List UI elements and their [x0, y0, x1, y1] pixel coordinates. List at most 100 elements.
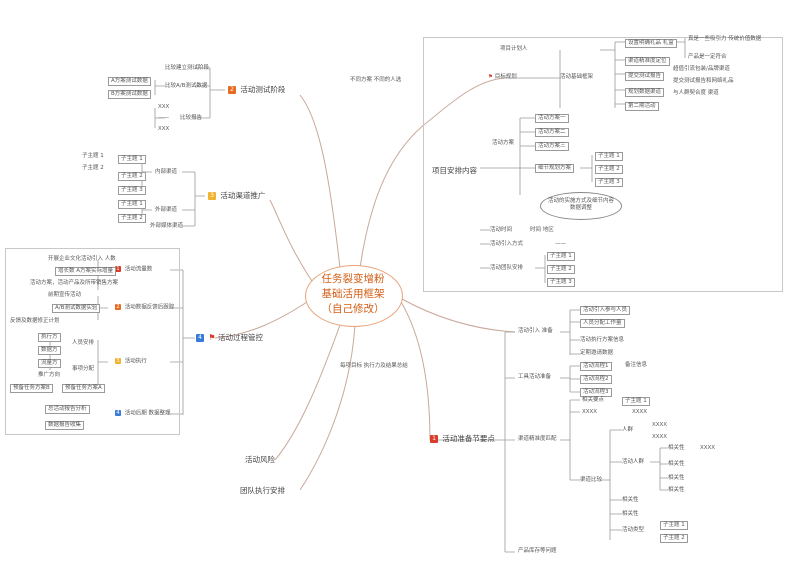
br-g1-item-2: 活动执行方案信息	[580, 337, 625, 343]
left2-outer[interactable]: 外部渠道	[155, 207, 178, 213]
g1-item-0: 开展企业文化活动引入 人数	[48, 256, 116, 262]
br-g2-side: 备注信息	[625, 362, 648, 368]
left1-child-1[interactable]: 比较A/B测试数据	[165, 83, 208, 89]
plan-detail[interactable]: 细节规划方案	[535, 164, 575, 173]
left2-inner-sub-1[interactable]: 子主题 2	[118, 172, 146, 181]
branch-prep-points-label: 活动准备节要点	[442, 434, 495, 443]
number-badge: 4	[115, 410, 121, 416]
br-g2-item-0[interactable]: 活动流程1	[580, 362, 612, 371]
plan-sub-2[interactable]: 子主题 3	[595, 178, 623, 187]
plan-sub-0[interactable]: 子主题 1	[595, 152, 623, 161]
br-g2[interactable]: 工具活动准备	[518, 374, 552, 380]
br-g3-xx-0: XXXX	[652, 422, 668, 428]
branch-activity-test[interactable]: 2 活动测试阶段	[228, 85, 285, 95]
left1-child-2[interactable]: 比较报告	[180, 115, 203, 121]
branch-project-content[interactable]: 项目安排内容	[432, 166, 477, 175]
br-g1-item-1[interactable]: 人员分配工作量	[580, 319, 625, 328]
pre-item-right2-0: 提交测试报告和网络礼品	[673, 78, 734, 84]
left1-leaf-a-0[interactable]: A方案测试数据	[108, 77, 151, 86]
g3-item-0[interactable]: 执行方	[38, 333, 61, 342]
br-g3-x-0: XXXX	[582, 409, 598, 415]
br-g1-item-0[interactable]: 活动引入参与人员	[580, 306, 631, 315]
connector-center-team	[299, 324, 356, 491]
g3-item-1[interactable]: 数据方	[38, 346, 61, 355]
group-execution[interactable]: 3 活动执行	[115, 358, 147, 366]
team-sub-2[interactable]: 子主题 3	[547, 278, 575, 287]
pre-item-2[interactable]: 提交测试报告	[625, 72, 665, 81]
node-activity-framework[interactable]: 活动基础框架	[560, 74, 594, 80]
br-g1[interactable]: 活动引入 准备	[518, 328, 553, 334]
plan-0[interactable]: 活动方案一	[535, 114, 569, 123]
g4-item-1[interactable]: 数据报告收集	[45, 421, 85, 430]
left1-child-0[interactable]: 比较建立测试阶段	[165, 65, 210, 71]
left2-inner-sub-0[interactable]: 子主题 1	[118, 155, 146, 164]
team-sub-1[interactable]: 子主题 2	[547, 265, 575, 274]
g3-role-0[interactable]: 人员安排	[72, 340, 95, 346]
left1-leaf-b-1: ——	[158, 115, 169, 121]
br-g3-top-1[interactable]: 子主题 1	[622, 397, 650, 406]
group-traffic[interactable]: 1 活动流量数	[115, 266, 152, 274]
pre-item-right-2: 超值引流包装/品牌渠道	[673, 66, 730, 72]
br-g3[interactable]: 渠道精准度匹配	[518, 436, 557, 442]
g1-row-0[interactable]: 增长数 A方案实际增量	[55, 267, 117, 276]
g1-item-3[interactable]: A/B测试数据实验	[52, 304, 101, 313]
team-sub-0[interactable]: 子主题 1	[547, 252, 575, 261]
node-activity-time[interactable]: 活动时间	[490, 227, 513, 233]
number-badge: 1	[115, 266, 121, 272]
flag-icon: ⚑	[208, 333, 216, 342]
br-g3-end-sub-0[interactable]: 子主题 1	[660, 521, 688, 530]
pre-item-4[interactable]: 第二期活动	[625, 102, 659, 111]
pre-item-0[interactable]: 设置明确礼品 礼盒	[625, 39, 677, 48]
node-activity-method[interactable]: 活动引入方式	[490, 241, 524, 247]
left2-leaf-sub-1: 子主题 2	[82, 165, 104, 171]
branch-activity-risk[interactable]: 活动风险	[245, 455, 275, 464]
br-g1-item-3: 定期邀请数据	[580, 350, 614, 356]
branch-team-execution[interactable]: 团队执行安排	[240, 486, 285, 495]
br-g3-end-sub-1[interactable]: 子主题 2	[660, 534, 688, 543]
pre-item-3[interactable]: 规划数据渠道	[625, 88, 665, 97]
g3-role-1[interactable]: 事项分配	[72, 366, 95, 372]
left2-outer-sub-1[interactable]: 子主题 2	[118, 214, 146, 223]
pre-item-right-3: 与人群契合度 渠道	[673, 90, 719, 96]
pre-item-right-0: 真是一些吸引力 传统价值数据	[688, 36, 762, 42]
pre-item-1[interactable]: 渠道精准度定位	[625, 57, 670, 66]
g3-bottom-0[interactable]: 预备任务方案B	[10, 384, 53, 393]
br-g2-item-1[interactable]: 活动流程2	[580, 375, 612, 384]
g4-item-0[interactable]: 总活动报告分析	[45, 405, 90, 414]
left2-inner[interactable]: 内部渠道	[155, 169, 178, 175]
br-g2-item-2[interactable]: 活动流程3	[580, 388, 612, 397]
plan-sub-1[interactable]: 子主题 2	[595, 165, 623, 174]
br-g3-x-1: XXXX	[632, 409, 648, 415]
left2-inner-sub-2[interactable]: 子主题 3	[118, 186, 146, 195]
plan-2[interactable]: 活动方案三	[535, 142, 569, 151]
group-post-data[interactable]: 4 活动后期 数据整理	[115, 410, 171, 418]
callout-bubble	[540, 192, 622, 220]
br-g3-label-0: 人群	[622, 427, 634, 433]
node-activity-plan[interactable]: 活动方案	[492, 140, 515, 146]
left2-other[interactable]: 外部媒体渠道	[150, 223, 184, 229]
br-g3-label-1: 活动人群	[622, 459, 645, 465]
br-g4[interactable]: 产品库存等问题	[518, 548, 557, 554]
node-activity-team[interactable]: 活动团队安排	[490, 265, 524, 271]
branch-activity-test-label: 活动测试阶段	[240, 85, 286, 94]
left2-outer-sub-0[interactable]: 子主题 1	[118, 200, 146, 209]
group-data-feedback[interactable]: 2 活动数据反馈后跟踪	[115, 304, 174, 312]
plan-1[interactable]: 活动方案二	[535, 128, 569, 137]
g1-item-2: 前期宣传活动	[48, 292, 82, 298]
branch-prep-points[interactable]: 1 活动准备节要点	[430, 434, 495, 444]
frame-process-control	[5, 248, 180, 435]
central-topic-ellipse[interactable]	[305, 265, 403, 327]
branch-channel-promo[interactable]: 3 活动渠道推广	[208, 191, 265, 201]
left1-leaf-a-1[interactable]: B方案测试数据	[108, 90, 151, 99]
node-goal-plan[interactable]: ⚑ 目标规划	[488, 74, 517, 81]
connector-center-risk	[274, 324, 341, 461]
br-g3-sim-3: 相关性	[668, 487, 685, 493]
number-badge: 2	[228, 86, 236, 94]
branch-process-control[interactable]: 4 ⚑ 活动过程管控	[196, 333, 263, 343]
pre-item-right-1: 产品是一定符合	[688, 54, 727, 60]
g3-item-2[interactable]: 流量方	[38, 359, 61, 368]
br-g3-bottom-1: 相关性	[622, 511, 639, 517]
g1-item-1: 活动方案，活动产品及所带销售方案	[30, 280, 119, 286]
br-g3-sim-0: 相关性	[668, 445, 685, 451]
g3-bottom-1[interactable]: 预备任务方案A	[62, 384, 105, 393]
